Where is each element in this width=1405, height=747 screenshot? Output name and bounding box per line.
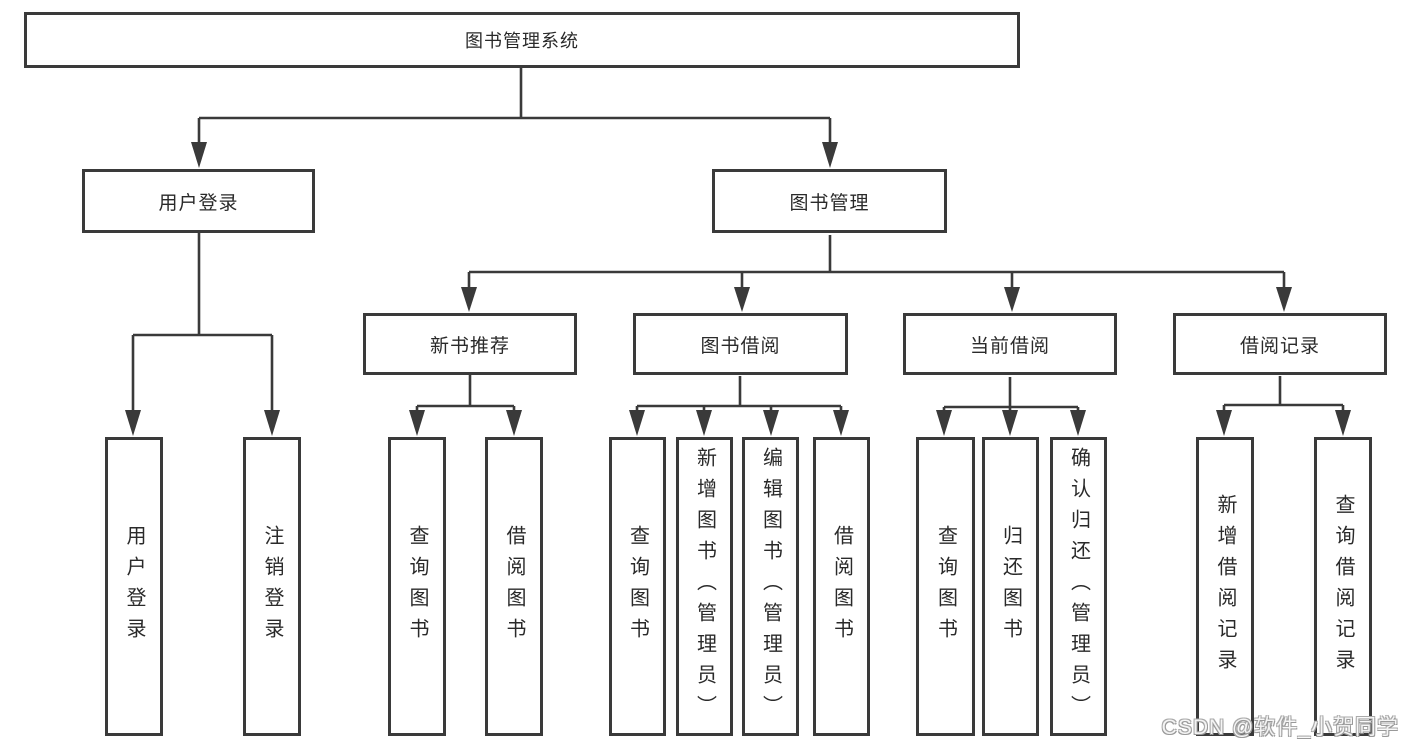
leaf-bb-borrow-books: 借阅图书 (813, 437, 870, 736)
leaf-bb-query-books: 查询图书 (609, 437, 666, 736)
node-label: 确认归还（管理员） (1067, 447, 1090, 726)
leaf-user-login: 用户登录 (105, 437, 163, 736)
leaf-rec-borrow-books: 借阅图书 (485, 437, 543, 736)
node-current-borrow: 当前借阅 (903, 313, 1117, 375)
node-label: 查询图书 (934, 524, 957, 649)
node-label: 新书推荐 (429, 335, 510, 357)
node-label: 查询图书 (626, 524, 649, 649)
node-borrow-records: 借阅记录 (1173, 313, 1387, 375)
node-user-login: 用户登录 (82, 169, 315, 233)
node-label: 编辑图书（管理员） (759, 447, 782, 726)
node-label: 查询图书 (406, 524, 428, 649)
leaf-br-query-record: 查询借阅记录 (1314, 437, 1372, 736)
node-label: 新增图书（管理员） (693, 447, 716, 726)
node-label: 借阅图书 (830, 524, 853, 649)
leaf-cb-return-books: 归还图书 (982, 437, 1039, 736)
node-label: 新增借阅记录 (1214, 493, 1236, 680)
node-new-book-recommend: 新书推荐 (363, 313, 577, 375)
leaf-cb-query-books: 查询图书 (916, 437, 975, 736)
node-book-borrow: 图书借阅 (633, 313, 848, 375)
leaf-rec-query-books: 查询图书 (388, 437, 446, 736)
node-label: 注销登录 (261, 524, 283, 649)
node-label: 查询借阅记录 (1332, 493, 1354, 680)
node-label: 用户登录 (123, 524, 145, 649)
node-label: 图书管理 (789, 192, 870, 214)
leaf-bb-add-books-admin: 新增图书（管理员） (676, 437, 733, 736)
node-label: 用户登录 (158, 192, 239, 214)
node-label: 归还图书 (999, 524, 1022, 649)
leaf-bb-edit-books-admin: 编辑图书（管理员） (742, 437, 799, 736)
leaf-cb-confirm-return-admin: 确认归还（管理员） (1050, 437, 1107, 736)
node-label: 借阅图书 (503, 524, 525, 649)
leaf-logout-login: 注销登录 (243, 437, 301, 736)
node-label: 当前借阅 (969, 335, 1050, 357)
node-label: 借阅记录 (1239, 335, 1320, 357)
node-label: 图书借阅 (700, 335, 781, 357)
csdn-watermark: CSDN @软件_小贺同学 (1161, 716, 1399, 739)
node-label: 图书管理系统 (465, 31, 579, 51)
node-library-management-system: 图书管理系统 (24, 12, 1020, 68)
leaf-br-add-record: 新增借阅记录 (1196, 437, 1254, 736)
node-book-management: 图书管理 (712, 169, 947, 233)
